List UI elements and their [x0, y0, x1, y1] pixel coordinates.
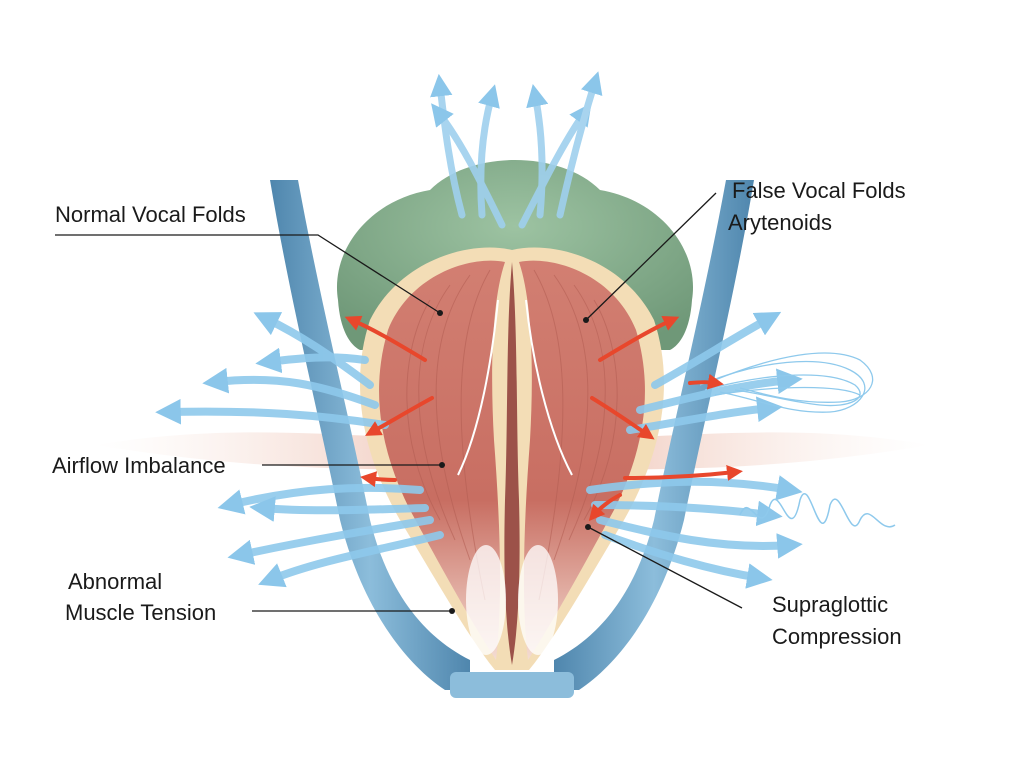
label-compression: Compression	[772, 624, 902, 649]
trachea-right-wall	[554, 180, 754, 690]
trachea-base	[450, 672, 574, 698]
right-tendon	[518, 545, 558, 655]
label-muscle-tension: Muscle Tension	[65, 600, 216, 625]
label-arytenoids: Arytenoids	[728, 210, 832, 235]
label-false-vocal-folds: False Vocal Folds	[732, 178, 906, 203]
airflow-arrow-icon	[155, 312, 444, 588]
label-abnormal: Abnormal	[68, 569, 162, 594]
label-normal-vocal-folds: Normal Vocal Folds	[55, 202, 246, 227]
left-tendon	[466, 545, 506, 655]
glottal-gap	[504, 262, 520, 665]
right-ligament	[525, 299, 573, 476]
label-supraglottic: Supraglottic	[772, 592, 888, 617]
tension-arrow-icon	[344, 315, 743, 522]
muscle-fibers	[406, 269, 618, 601]
trachea-left-wall	[270, 180, 470, 690]
leader-lines	[55, 192, 743, 614]
left-ligament	[457, 299, 499, 476]
label-airflow-imbalance: Airflow Imbalance	[52, 453, 226, 478]
airflow-arrow-icon	[430, 71, 603, 229]
turbulence-coils	[699, 352, 874, 413]
turbulence-wave	[739, 492, 896, 528]
